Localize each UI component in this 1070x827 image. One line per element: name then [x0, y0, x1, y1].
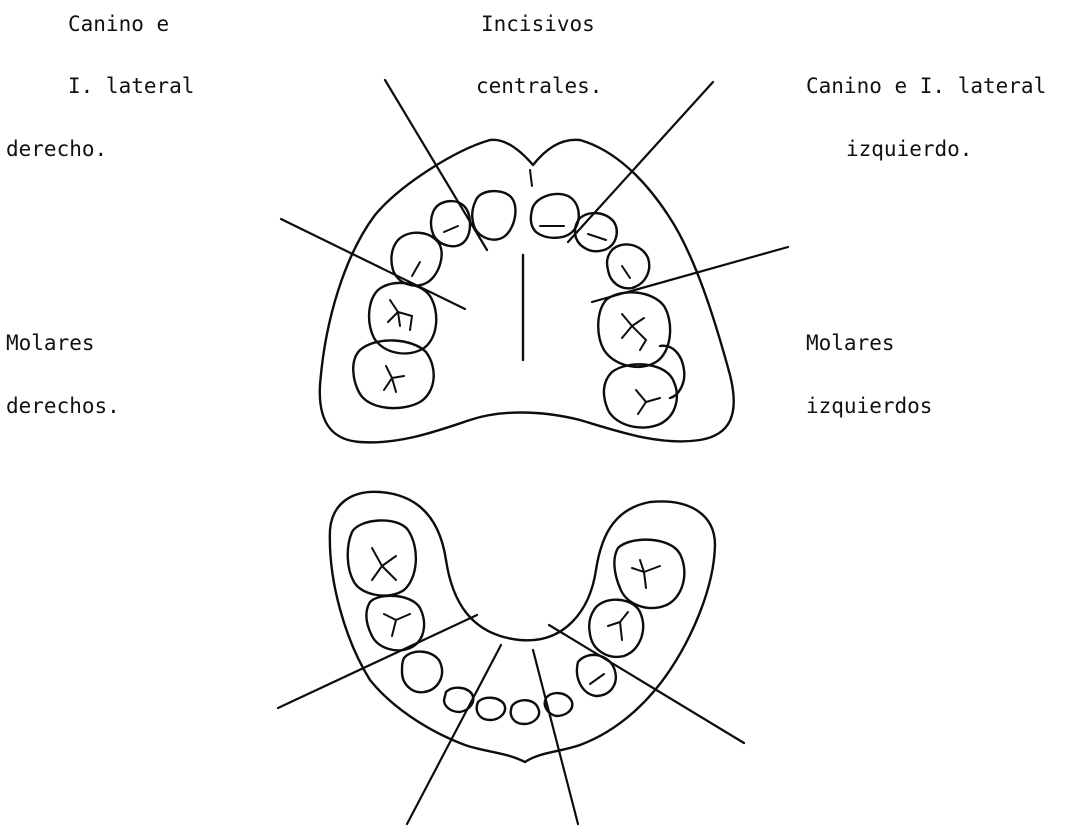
leader-lower-left-molars [549, 625, 744, 743]
upper-left-first-molar-fissure [622, 314, 646, 350]
leader-lower-right-incisors [407, 645, 501, 824]
leader-lower-right-molars [278, 615, 477, 708]
upper-right-canine-groove [412, 262, 420, 276]
upper-right-second-molar-fissure [384, 366, 404, 392]
leader-lower-left-incisors [533, 650, 578, 824]
lower-right-second-molar-fissure [384, 614, 410, 636]
lower-left-first-molar [614, 540, 684, 608]
lower-right-premolar [402, 652, 442, 693]
upper-left-lateral-incisor [575, 213, 617, 251]
lower-left-canine-groove [590, 674, 604, 684]
upper-papilla [530, 170, 532, 186]
lower-left-central-incisor [511, 700, 539, 724]
lower-left-second-molar-fissure [608, 612, 628, 640]
upper-left-lateral-groove [588, 234, 606, 240]
upper-left-central-incisor [531, 194, 579, 238]
lower-right-first-molar [348, 520, 416, 595]
lower-arch [278, 492, 744, 824]
lower-left-first-molar-fissure [632, 560, 660, 588]
lower-left-second-molar [589, 600, 643, 657]
upper-left-first-molar [598, 292, 670, 367]
upper-arch [281, 80, 788, 442]
lower-right-first-molar-fissure [372, 548, 396, 580]
leader-upper-left-canine [568, 82, 713, 242]
upper-left-canine [607, 244, 649, 288]
upper-right-central-incisor [472, 191, 515, 240]
upper-left-canine-groove [622, 266, 630, 278]
upper-right-first-molar [369, 283, 436, 354]
upper-left-second-molar-fissure [636, 390, 660, 414]
lower-arch-outline [330, 492, 715, 762]
lower-right-lateral-incisor [477, 698, 505, 720]
upper-right-first-molar-fissure [388, 300, 412, 330]
leader-upper-right-incisors [385, 80, 487, 250]
upper-right-lateral-groove [444, 226, 458, 232]
